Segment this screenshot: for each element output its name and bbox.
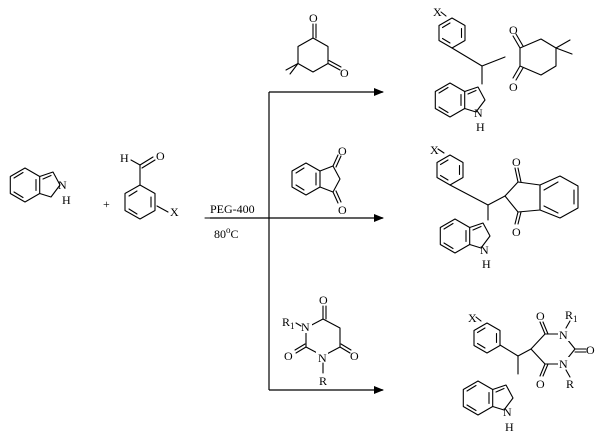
p2-o-top: O xyxy=(512,155,521,169)
aldehyde-h-label: H xyxy=(120,151,129,165)
barbituric-reagent: O O O N N R1 R xyxy=(282,293,359,388)
benzaldehyde-reactant: H O X xyxy=(120,149,179,220)
p3-r-label: R xyxy=(566,377,574,391)
aldehyde-o-label: O xyxy=(156,149,165,163)
barb-o-top: O xyxy=(319,293,328,307)
barb-n1-label: N xyxy=(301,320,310,334)
barb-r1-label: R1 xyxy=(282,315,295,331)
indole-n-label: N xyxy=(58,178,67,192)
indole-h-label: H xyxy=(62,193,71,207)
p1-o-top: O xyxy=(509,23,518,37)
p1-n-label: N xyxy=(474,106,483,120)
p2-n-label: N xyxy=(480,243,489,257)
p3-n1-label: N xyxy=(559,328,568,342)
indanedione-o-top: O xyxy=(338,144,347,158)
dimedone-o-right: O xyxy=(340,66,349,80)
p2-h-label: H xyxy=(482,257,491,271)
barb-n2-label: N xyxy=(318,351,327,365)
p3-o-right: O xyxy=(586,343,595,357)
p3-n-label: N xyxy=(503,405,512,419)
product-barbituric: X N H O O O N N R1 R xyxy=(462,308,595,434)
barb-o-left: O xyxy=(284,349,293,363)
temperature-label: 80oC xyxy=(214,225,239,241)
p3-o-top: O xyxy=(536,309,545,323)
solvent-label: PEG-400 xyxy=(210,202,255,216)
p3-h-label: H xyxy=(505,420,514,434)
p3-x-label: X xyxy=(468,311,477,325)
p3-n2-label: N xyxy=(559,357,568,371)
plus-sign: + xyxy=(103,197,110,211)
p2-x-label: X xyxy=(430,143,439,157)
dimedone-reagent: O O xyxy=(285,11,349,80)
product-indanedione: X N H O O xyxy=(430,143,579,271)
indole-reactant: N H xyxy=(9,167,71,207)
p3-r1-label: R1 xyxy=(565,308,578,324)
product-dimedone: X N H O O xyxy=(433,5,573,134)
p1-h-label: H xyxy=(476,120,485,134)
p1-o-bottom: O xyxy=(509,80,518,94)
indanedione-reagent: O O xyxy=(291,144,347,217)
p1-x-label: X xyxy=(433,5,442,19)
p3-o-bottom: O xyxy=(536,377,545,391)
p2-o-bottom: O xyxy=(512,225,521,239)
dimedone-o-top: O xyxy=(309,11,318,25)
barb-r-label: R xyxy=(319,374,327,388)
barb-o-right: O xyxy=(350,349,359,363)
indanedione-o-bottom: O xyxy=(338,203,347,217)
substituent-x-label: X xyxy=(170,205,179,219)
